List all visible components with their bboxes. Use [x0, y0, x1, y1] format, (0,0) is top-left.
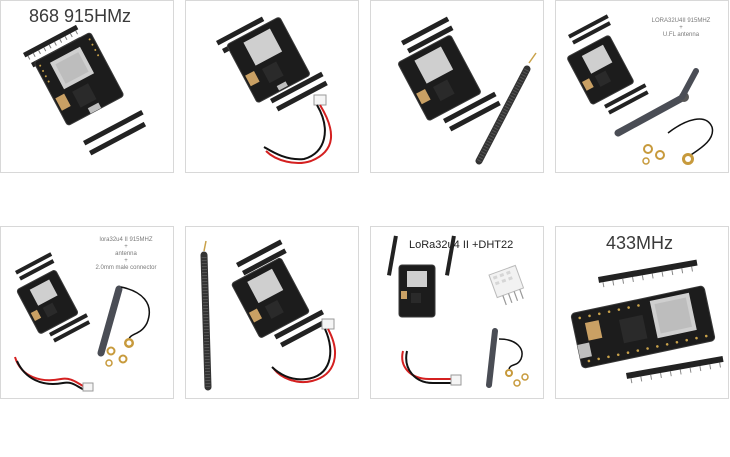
lora-433mhz-board-closeup-illustration — [570, 259, 724, 384]
pin-header — [83, 110, 144, 146]
product-tile-1[interactable]: 868 915HMz — [0, 0, 174, 173]
lora-board-kit-with-antenna-and-connector-illustration — [14, 252, 150, 392]
tile-caption: lora32u4 II 915MHZ + antenna + 2.0mm mal… — [95, 237, 157, 271]
tile-caption: LoRa32u4 II +DHT22 — [409, 239, 514, 251]
lora-board-with-spring-antenna-and-wire-illustration — [200, 239, 336, 391]
lora-board-with-battery-wire-illustration — [216, 16, 333, 164]
tile-caption: 433MHz — [606, 233, 674, 253]
pin-header — [89, 121, 147, 156]
lora-board — [34, 32, 124, 126]
product-tile-8[interactable]: 433MHz — [555, 226, 729, 399]
lora-board-with-headers-illustration — [22, 24, 147, 156]
tile-caption: 868 915HMz — [29, 6, 132, 26]
product-tile-3[interactable] — [370, 0, 544, 173]
lora-board-with-spring-antenna-illustration — [398, 16, 537, 165]
product-tile-6[interactable] — [185, 226, 359, 399]
lora-board-with-ufl-antenna-illustration — [567, 14, 714, 165]
tile-caption: LORA32U4II 915MHZ + U.FL antenna — [651, 18, 711, 38]
product-tile-4[interactable]: LORA32U4II 915MHZ + U.FL antenna — [555, 0, 729, 173]
product-tile-2[interactable] — [185, 0, 359, 173]
lora-board-with-dht22-sensor-illustration — [387, 235, 529, 388]
product-tile-5[interactable]: lora32u4 II 915MHZ + antenna + 2.0mm mal… — [0, 226, 174, 399]
product-tile-7[interactable]: LoRa32u4 II +DHT22 — [370, 226, 544, 399]
pin-header — [22, 24, 79, 60]
